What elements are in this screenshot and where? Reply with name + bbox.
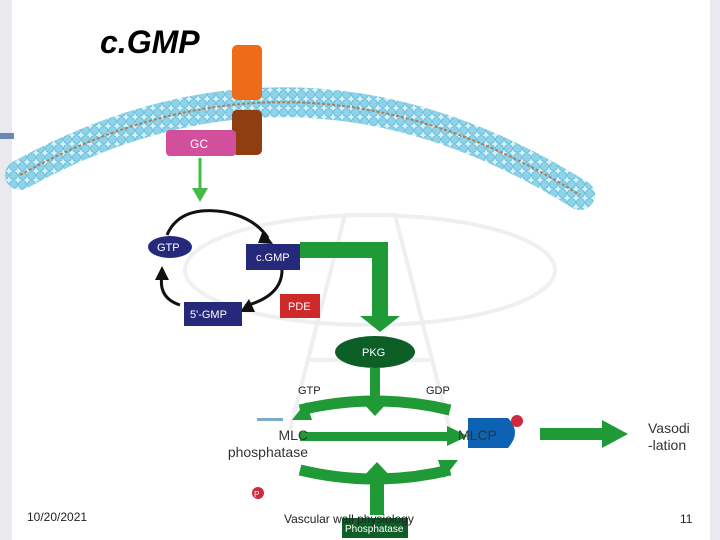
mlc-to-mlcp-arrow: [300, 426, 468, 446]
pkg-down-arrow: [360, 368, 390, 416]
mlcp-shape: [468, 415, 523, 448]
receptor-protein: [166, 45, 262, 156]
cgmp-pill: [246, 244, 300, 270]
gtp-label: GTP: [157, 242, 180, 254]
footer-center: Vascular wall physiology: [284, 512, 414, 526]
five-gmp-label: 5'-GMP: [190, 309, 227, 321]
gtp-small-label: GTP: [298, 385, 321, 397]
pde-pill: [280, 294, 320, 318]
arrowhead-2: [240, 299, 255, 312]
gc-box: [166, 130, 236, 156]
cgmp-to-pkg-arrow: [300, 242, 400, 332]
gc-down-arrow: [192, 158, 208, 202]
arrowhead-1: [258, 230, 273, 244]
phosphate-circle-free: [252, 487, 264, 499]
vasodilation-label: Vasodi -lation: [648, 420, 690, 453]
pde-label: PDE: [288, 301, 311, 313]
footer-page-number: 11: [680, 512, 693, 526]
five-gmp-pill: [184, 302, 242, 326]
cell-membrane: [5, 87, 595, 210]
phosphatase-label: Phosphatase: [345, 524, 404, 535]
right-edge-band: [710, 0, 720, 540]
arrowhead-3: [155, 266, 169, 280]
gc-label: GC: [190, 137, 208, 151]
footer-date: 10/20/2021: [27, 510, 88, 524]
pkg-pill: [335, 336, 415, 368]
slide-title: c.GMP: [100, 24, 200, 60]
p-label: P: [254, 490, 259, 499]
mlc-phosphatase-label: MLC phosphatase: [227, 427, 308, 460]
gdp-label: GDP: [426, 385, 450, 397]
phosphatase-box: [342, 518, 408, 538]
mlc-phosphatase-bar: [257, 418, 283, 421]
cgmp-to-5gmp-arrow: [244, 269, 284, 308]
cgmp-box-label: c.GMP: [256, 252, 290, 264]
mlcp-to-vasodilation-arrow: [540, 420, 628, 448]
watermark-logo: [183, 213, 557, 431]
phosphatase-up-arrow: [360, 462, 394, 515]
gtp-pill: [148, 236, 192, 258]
left-edge-accent: [0, 133, 14, 139]
pkg-label: PKG: [362, 347, 385, 359]
gtp-to-cgmp-arrow: [165, 209, 270, 239]
phosphate-circle-mlcp: [511, 415, 523, 427]
mlcp-label: MLCP: [458, 427, 497, 443]
